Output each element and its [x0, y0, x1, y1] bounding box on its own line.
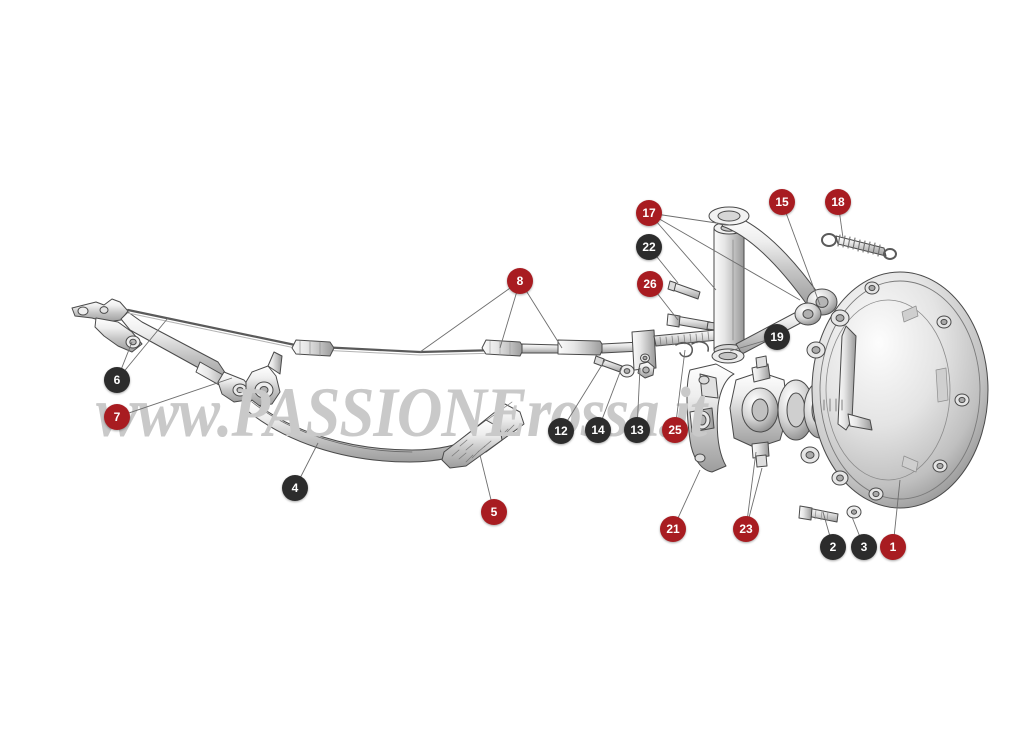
callout-number: 1 [889, 540, 897, 554]
callout-number: 2 [829, 540, 837, 554]
callout-number: 22 [642, 240, 656, 254]
wheel-cylinder-cluster [729, 355, 789, 468]
callout-number: 18 [831, 195, 845, 209]
callout-number: 26 [643, 277, 657, 291]
callout-number: 6 [113, 373, 121, 387]
brake-backing-plate [800, 271, 989, 509]
bolt-and-washer [798, 505, 862, 523]
callout-number: 19 [770, 330, 784, 344]
hub-carrier [686, 363, 735, 473]
callout-marker-3[interactable]: 3 [851, 534, 877, 560]
callout-number: 12 [554, 424, 568, 438]
callout-marker-25[interactable]: 25 [662, 417, 688, 443]
callout-marker-12[interactable]: 12 [548, 418, 574, 444]
callout-marker-4[interactable]: 4 [282, 475, 308, 501]
callout-marker-8[interactable]: 8 [507, 268, 533, 294]
callout-number: 13 [630, 423, 644, 437]
callout-marker-1[interactable]: 1 [880, 534, 906, 560]
callout-marker-19[interactable]: 19 [764, 324, 790, 350]
callout-marker-23[interactable]: 23 [733, 516, 759, 542]
return-spring [821, 233, 897, 260]
callout-number: 8 [516, 274, 524, 288]
callout-marker-14[interactable]: 14 [585, 417, 611, 443]
callout-marker-7[interactable]: 7 [104, 404, 130, 430]
callout-marker-5[interactable]: 5 [481, 499, 507, 525]
callout-marker-2[interactable]: 2 [820, 534, 846, 560]
callout-number: 4 [291, 481, 299, 495]
callout-number: 25 [668, 423, 682, 437]
callout-marker-22[interactable]: 22 [636, 234, 662, 260]
callout-marker-15[interactable]: 15 [769, 189, 795, 215]
callout-number: 7 [113, 410, 121, 424]
rod-bracket-plate [631, 329, 657, 371]
callout-marker-17[interactable]: 17 [636, 200, 662, 226]
callout-number: 5 [490, 505, 498, 519]
callout-number: 21 [666, 522, 680, 536]
callout-marker-6[interactable]: 6 [104, 367, 130, 393]
pedal-pivot-bracket [245, 351, 283, 407]
callout-number: 23 [739, 522, 753, 536]
callout-marker-13[interactable]: 13 [624, 417, 650, 443]
washer-19 [711, 348, 745, 364]
pedal-pad [441, 401, 525, 469]
callout-marker-18[interactable]: 18 [825, 189, 851, 215]
callout-marker-26[interactable]: 26 [637, 271, 663, 297]
callout-number: 3 [860, 540, 868, 554]
callout-number: 17 [642, 206, 656, 220]
callout-marker-21[interactable]: 21 [660, 516, 686, 542]
callout-number: 14 [591, 423, 605, 437]
callout-number: 15 [775, 195, 789, 209]
